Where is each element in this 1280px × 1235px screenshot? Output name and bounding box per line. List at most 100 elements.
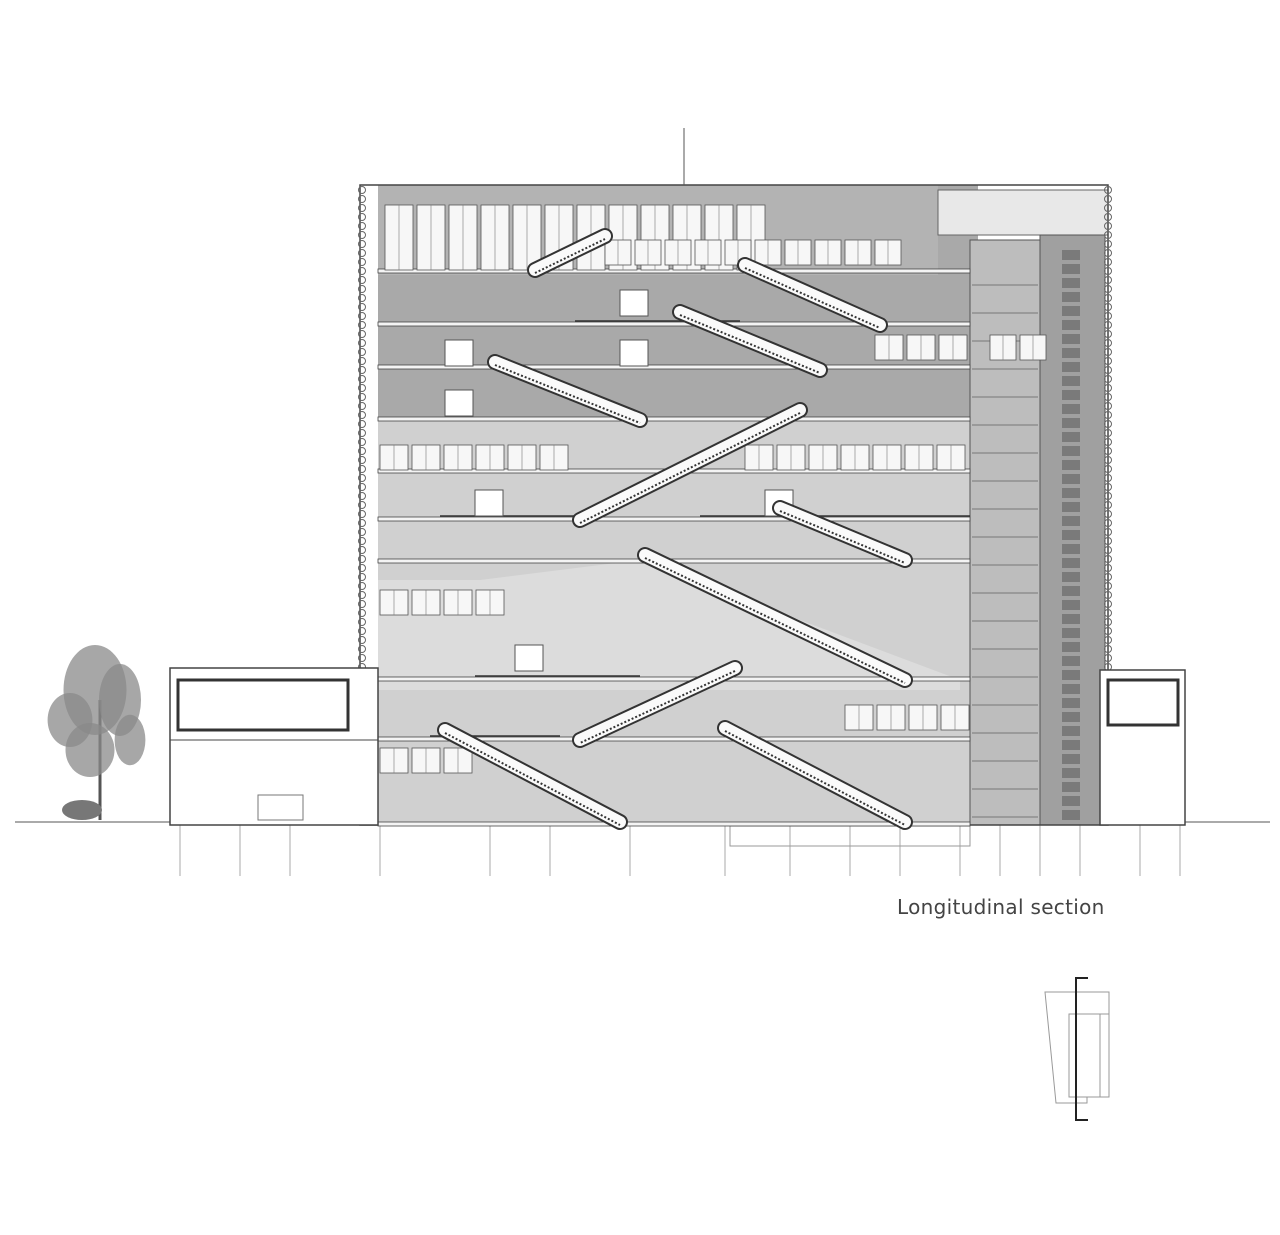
facade-panel (358, 609, 366, 617)
facade-panel (358, 492, 366, 500)
stair-tread (1062, 684, 1080, 694)
facade-panel (358, 384, 366, 392)
facade-panel (358, 348, 366, 356)
facade-panel (1104, 528, 1112, 536)
facade-panel (358, 357, 366, 365)
stair-tread (1062, 656, 1080, 666)
stair-tread (1062, 362, 1080, 372)
escalator-steps (744, 267, 881, 329)
facade-panel (1104, 519, 1112, 527)
floor-slab (377, 516, 971, 522)
facade-panel (358, 420, 366, 428)
door-opening (474, 489, 504, 517)
facade-panel (358, 627, 366, 635)
escalator-handrail (439, 724, 626, 828)
facade-panel (1104, 483, 1112, 491)
floor-slab (377, 821, 971, 827)
door-opening (444, 339, 474, 367)
escalator-steps (579, 670, 736, 744)
facade-panel (358, 393, 366, 401)
stair-tread (1062, 544, 1080, 554)
stair-tread (1062, 404, 1080, 414)
escalator-steps (534, 238, 606, 274)
escalator-steps (444, 732, 621, 826)
facade-panel (358, 411, 366, 419)
stair-tread (1062, 810, 1080, 820)
facade-panel (358, 582, 366, 590)
facade-panel (358, 240, 366, 248)
facade-panel (1104, 465, 1112, 473)
facade-panel (1104, 546, 1112, 554)
stair-tread (1062, 740, 1080, 750)
facade-panel (358, 222, 366, 230)
facade-panel (1104, 384, 1112, 392)
facade-panel (1104, 447, 1112, 455)
stair-tread (1062, 334, 1080, 344)
facade-panel (358, 438, 366, 446)
facade-panel (1104, 375, 1112, 383)
facade-panel (358, 654, 366, 662)
stair-tread (1062, 754, 1080, 764)
stair-tread (1062, 278, 1080, 288)
stair-tread (1062, 264, 1080, 274)
facade-panel (1104, 555, 1112, 563)
facade-panel (1104, 501, 1112, 509)
facade-panel (358, 546, 366, 554)
stair-tread (1062, 376, 1080, 386)
facade-panel (358, 465, 366, 473)
facade-panel (1104, 348, 1112, 356)
facade-panel (1104, 303, 1112, 311)
roof-plantroom (937, 189, 1109, 236)
stair-tread (1062, 460, 1080, 470)
stair-core (969, 239, 1041, 826)
floor-slab (377, 416, 971, 422)
stair-tread (1062, 698, 1080, 708)
facade-panel (1104, 654, 1112, 662)
facade-panel (1104, 258, 1112, 266)
facade-panel (1104, 510, 1112, 518)
facade-panel (358, 474, 366, 482)
stair-tread (1062, 292, 1080, 302)
facade-panel (358, 501, 366, 509)
stair-tread (1062, 712, 1080, 722)
facade-panel (358, 402, 366, 410)
escalator-handrail (489, 356, 646, 426)
facade-panel (358, 429, 366, 437)
facade-panel (358, 483, 366, 491)
escalator-handrail (529, 230, 611, 276)
stair-tread (1062, 670, 1080, 680)
facade-panel (358, 375, 366, 383)
facade-panel (358, 285, 366, 293)
stair-tread (1062, 782, 1080, 792)
door-opening (514, 644, 544, 672)
door-opening (444, 389, 474, 417)
facade-panel (358, 249, 366, 257)
facade-panel (1104, 537, 1112, 545)
facade-panel (1104, 492, 1112, 500)
facade-panel (1104, 339, 1112, 347)
facade-panel (1104, 402, 1112, 410)
facade-panel (358, 267, 366, 275)
facade-panel (1104, 366, 1112, 374)
facade-panel (1104, 618, 1112, 626)
facade-panel (358, 339, 366, 347)
section-cut-marker (1075, 977, 1088, 1121)
floor-slab (377, 676, 971, 682)
floor-slab (377, 364, 971, 370)
facade-panel (1104, 285, 1112, 293)
facade-panel (358, 312, 366, 320)
facade-panel (358, 618, 366, 626)
facade-panel (358, 321, 366, 329)
stair-tread (1062, 726, 1080, 736)
facade-panel (1104, 438, 1112, 446)
shrub (62, 800, 102, 820)
facade-panel (1104, 267, 1112, 275)
facade-panel (1104, 249, 1112, 257)
left-annex-window (176, 678, 350, 732)
facade-panel (358, 366, 366, 374)
facade-panel (358, 195, 366, 203)
stair-tread (1062, 516, 1080, 526)
facade-panel (358, 231, 366, 239)
facade-panel (358, 303, 366, 311)
